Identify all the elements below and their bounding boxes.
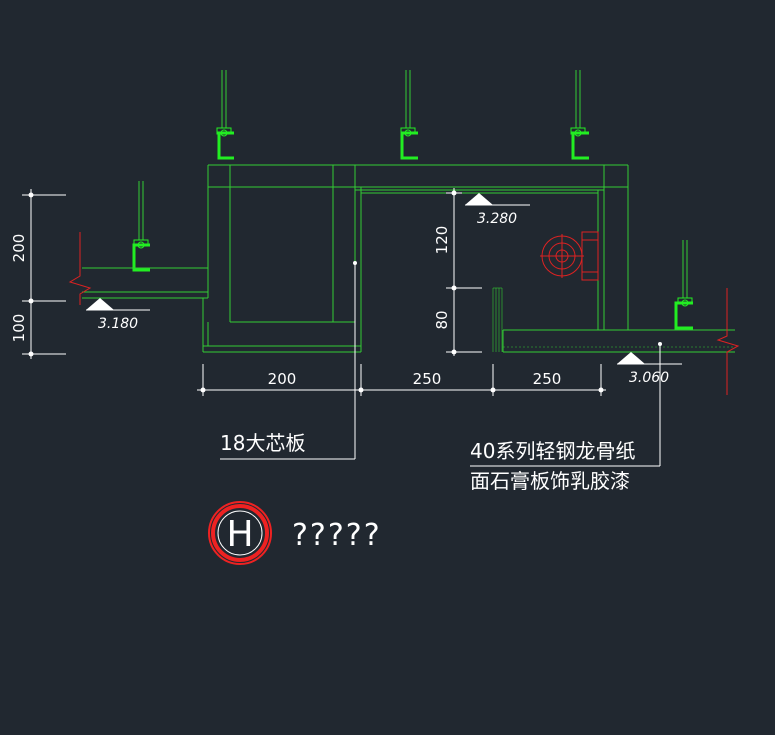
dim-bottom-250b: 250	[533, 370, 562, 388]
elevation-marker-right: 3.060	[617, 352, 682, 386]
hanger-clip-5	[674, 297, 693, 330]
dim-mid-80: 80	[433, 310, 451, 329]
hanger-clip-4	[132, 239, 150, 272]
section-symbol: H	[208, 501, 272, 565]
hanger-clips	[132, 127, 693, 330]
elevation-marker-left: 3.180	[86, 298, 150, 332]
dim-bottom-250a: 250	[413, 370, 442, 388]
light-fixture-icon	[540, 231, 599, 281]
callout-board: 18大芯板	[220, 431, 305, 455]
ceiling-structure	[82, 164, 735, 353]
dim-left-100: 100	[10, 314, 28, 343]
dim-bottom-200: 200	[268, 370, 297, 388]
section-letter: H	[226, 514, 253, 555]
callout-ceiling-line2: 面石膏板饰乳胶漆	[470, 469, 630, 493]
elevation-label: 3.280	[477, 211, 517, 227]
gypsum-hatch	[492, 287, 735, 352]
hanger-clip-3	[570, 127, 589, 160]
dim-left-200: 200	[10, 234, 28, 263]
elevation-label: 3.180	[98, 316, 138, 332]
hanger-clip-1	[216, 127, 234, 160]
section-title: ?????	[292, 518, 382, 553]
dimension-texts: 200 100 120 80 200 250 250	[10, 226, 561, 388]
callout-ceiling-line1: 40系列轻钢龙骨纸	[470, 439, 635, 463]
elevation-label: 3.060	[629, 370, 669, 386]
leader-lines	[220, 261, 662, 467]
break-lines	[68, 232, 740, 395]
dim-mid-120: 120	[433, 226, 451, 255]
hanger-clip-2	[400, 127, 418, 160]
hanger-rods	[138, 70, 688, 298]
elevation-marker-middle: 3.280	[465, 193, 530, 227]
dimension-lines	[22, 188, 606, 396]
